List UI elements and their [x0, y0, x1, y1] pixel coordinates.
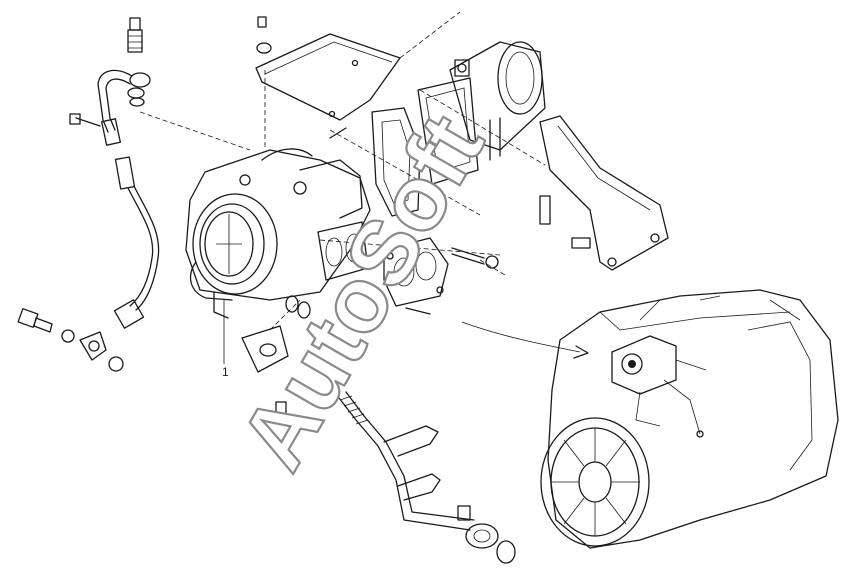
- gasket-upper: [371, 107, 421, 217]
- flange-gasket: [383, 237, 449, 307]
- heat-shield: [255, 16, 401, 121]
- oil-feed-pipe: [69, 69, 160, 329]
- direction-arrow: [461, 321, 589, 359]
- oil-return-fittings: [17, 308, 124, 372]
- support-bracket: [539, 115, 669, 271]
- exhaust-brake-valve: [417, 41, 546, 185]
- callout: 1: [222, 300, 229, 379]
- engine-block: [540, 289, 839, 549]
- studs-and-nuts: [285, 127, 499, 319]
- callout-label: 1: [222, 365, 229, 379]
- top-bolt: [127, 17, 143, 53]
- assembly-guide-lines: [139, 11, 546, 331]
- oil-drain-pipe: [241, 325, 516, 564]
- turbocharger: [185, 148, 371, 319]
